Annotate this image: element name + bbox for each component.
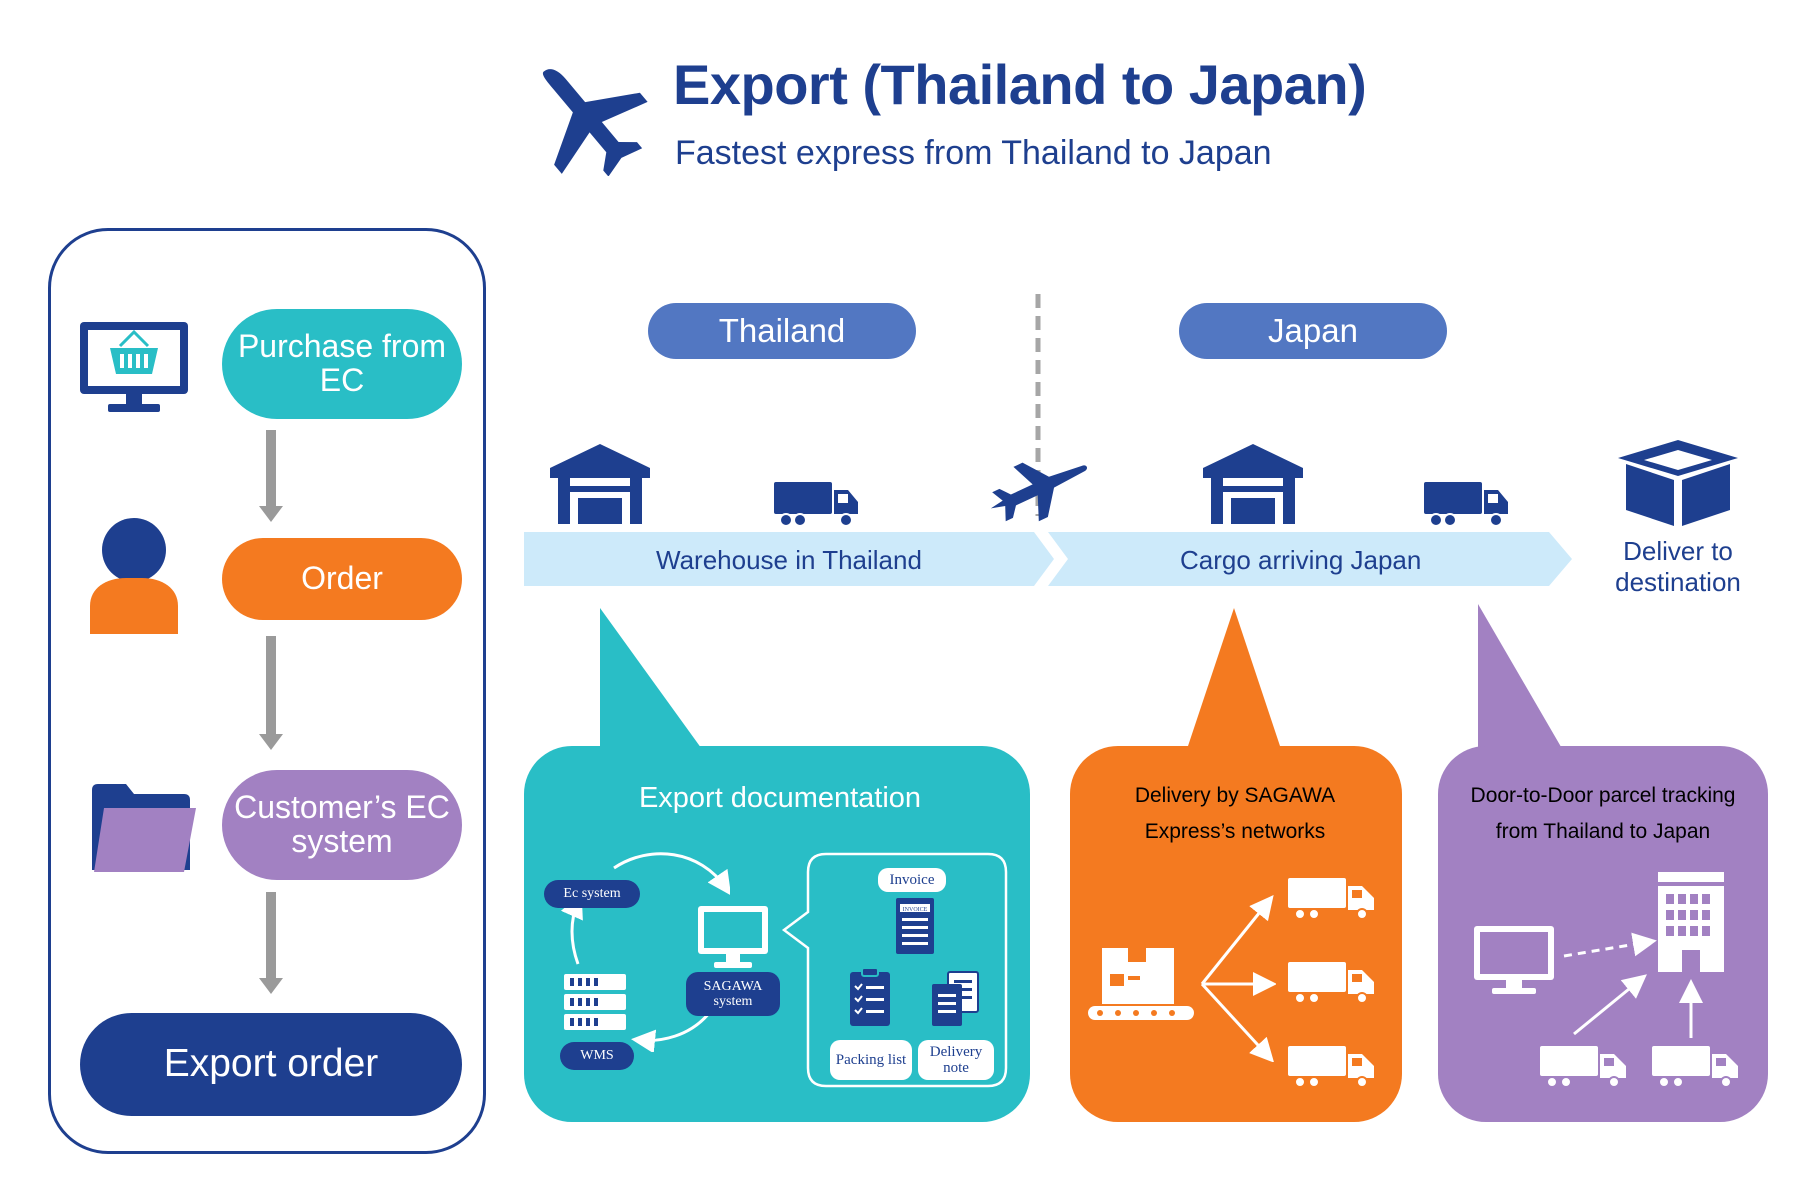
flow-arrow-2 (259, 636, 283, 750)
export-doc-callout (600, 608, 704, 752)
packing-list-icon (850, 967, 890, 1026)
computer-cart-icon (80, 322, 188, 412)
documents-bubble (781, 852, 1008, 1088)
packing-list-label: Packing list (830, 1040, 912, 1080)
tracking-callout (1478, 604, 1564, 752)
distribution-arrows (1200, 894, 1276, 1062)
sagawa-system-label: SAGAWA system (686, 972, 780, 1016)
delivery-truck-3 (1288, 1046, 1374, 1088)
conveyor-box-icon (1088, 948, 1194, 1020)
ec-system-label: Ec system (544, 880, 640, 908)
export-order-step: Export order (80, 1013, 462, 1116)
warehouse-icon (550, 444, 650, 524)
flow-arrow-1 (259, 430, 283, 522)
deliver-destination-label: Deliver to destination (1615, 536, 1741, 598)
tracking-arrows (1563, 932, 1703, 1038)
route-band (524, 532, 1572, 586)
page-title: Export (Thailand to Japan) (673, 53, 1367, 116)
sagawa-monitor-icon (698, 906, 768, 968)
region-japan: Japan (1179, 303, 1447, 359)
folder-icon (92, 784, 196, 872)
flow-arrow-3 (259, 892, 283, 994)
region-thailand: Thailand (648, 303, 916, 359)
warehouse-thailand-label: Warehouse in Thailand (656, 545, 922, 575)
order-step: Order (222, 538, 462, 620)
office-building-icon (1658, 872, 1724, 972)
delivery-truck-1 (1288, 878, 1374, 920)
truck-japan-icon (1424, 482, 1508, 527)
warehouse-japan-icon (1203, 444, 1303, 524)
delivery-network-title: Delivery by SAGAWA Express’s networks (1134, 784, 1336, 843)
tracking-truck-2 (1652, 1046, 1738, 1088)
invoice-icon: INVOICE (896, 898, 934, 954)
ordering-flow-panel (48, 228, 486, 1154)
tracking-monitor-icon (1474, 926, 1554, 994)
parcel-tracking-title: Door-to-Door parcel tracking from Thaila… (1470, 784, 1736, 843)
cargo-arriving-japan-label: Cargo arriving Japan (1180, 545, 1422, 575)
page-subtitle: Fastest express from Thailand to Japan (675, 134, 1272, 172)
purchase-from-ec-step: Purchase from EC (222, 309, 462, 419)
person-icon (90, 518, 178, 634)
delivery-network-box (1070, 746, 1402, 1122)
plane-icon (990, 462, 1088, 522)
server-icon (564, 974, 626, 1030)
airplane-icon (542, 69, 648, 176)
export-documentation-title: Export documentation (638, 782, 922, 814)
wms-label: WMS (560, 1042, 634, 1070)
truck-icon (774, 482, 858, 527)
tracking-truck-1 (1540, 1046, 1626, 1088)
invoice-sheet-text: INVOICE (903, 907, 928, 913)
delivery-note-label: Delivery note (918, 1040, 994, 1080)
delivery-note-icon (932, 971, 979, 1026)
customer-ec-system-step: Customer’s EC system (222, 770, 462, 880)
invoice-label: Invoice (878, 868, 946, 892)
delivery-truck-2 (1288, 962, 1374, 1004)
delivery-callout (1186, 608, 1282, 752)
package-box-icon (1618, 440, 1738, 526)
